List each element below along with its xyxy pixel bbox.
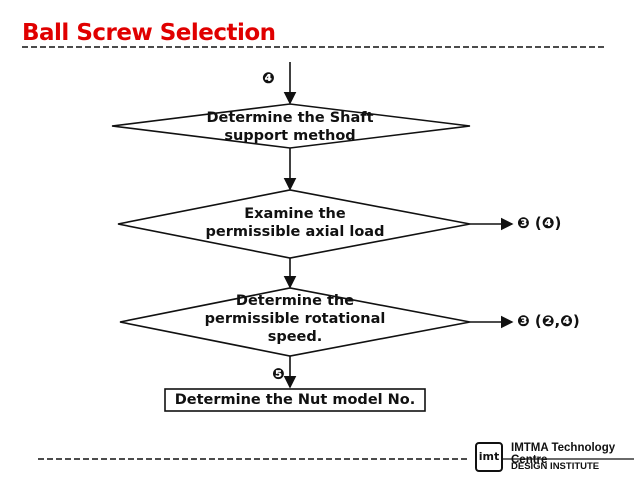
step-3-line2: permissible rotational (204, 311, 386, 327)
top-step-marker: ❹ (262, 69, 275, 87)
step-2-side-reference: ❸ (❹) (517, 214, 562, 232)
bottom-step-marker: ❺ (272, 365, 285, 383)
step-1-label: Determine the Shaft support method (190, 109, 390, 145)
step-2-line2: permissible axial load (205, 224, 385, 240)
step-3-line1: Determine the (235, 293, 355, 309)
step-3-line3: speed. (267, 329, 323, 345)
step-2-label: Examine the permissible axial load (190, 205, 400, 241)
step-3-label: Determine the permissible rotational spe… (190, 292, 400, 346)
step-1-line1: Determine the Shaft (206, 110, 374, 126)
step-2-line1: Examine the (244, 206, 346, 222)
step-1-line2: support method (224, 128, 356, 144)
imtma-logo-icon: imt (475, 442, 503, 472)
final-process-box (164, 388, 426, 412)
page-title: Ball Screw Selection (22, 20, 276, 46)
final-box-label: Determine the Nut model No. (174, 392, 416, 408)
org-name: IMTMA Technology Centre (511, 442, 616, 466)
step-3-side-reference: ❸ (❷,❹) (517, 312, 580, 330)
decision-diamond-1 (111, 103, 471, 149)
org-subtitle: DESIGN INSTITUTE (511, 461, 600, 472)
